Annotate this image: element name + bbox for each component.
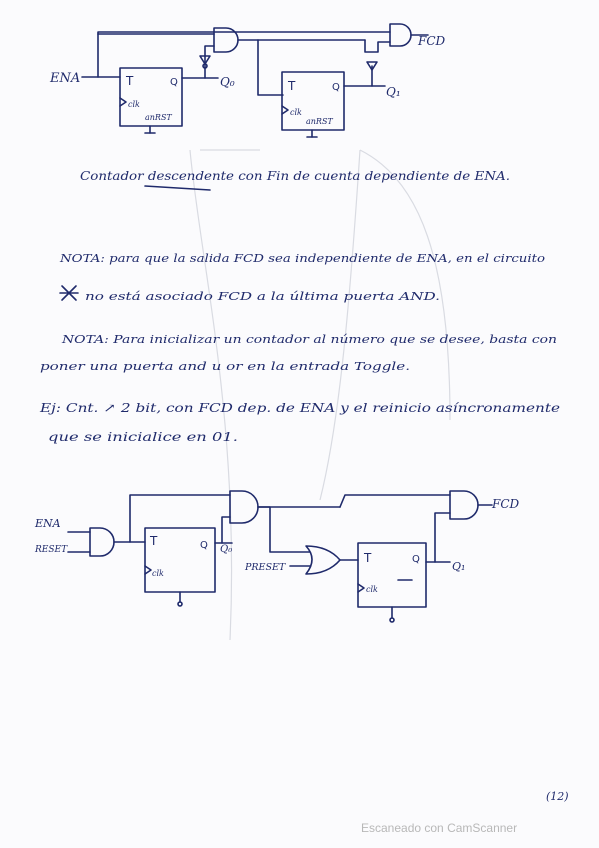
bleed-through	[189, 149, 451, 641]
ej-line2: que se inicialice en 01.	[48, 430, 238, 444]
q1-label-1: Q₁	[386, 85, 401, 99]
ff0-q-label-2: Q	[200, 540, 208, 551]
input-and-gate	[89, 527, 115, 557]
fcd-label-1: FCD	[417, 34, 446, 48]
and-gate-3	[229, 490, 259, 524]
diagram-2-counter: ENA RESET T Q clk Q₀ PRESET T Q	[34, 490, 520, 623]
or-gate	[305, 545, 341, 575]
q1-label-2: Q₁	[452, 560, 465, 573]
ff0-box	[119, 67, 183, 127]
ff1-q-label: Q	[332, 82, 340, 93]
ff1-box	[281, 71, 345, 131]
ej-line1: Ej: Cnt. ↗ 2 bit, con FCD dep. de ENA y …	[39, 401, 560, 415]
nota1-line2: no está asociado FCD a la última puerta …	[85, 289, 440, 303]
preset-label-2: PRESET	[244, 562, 286, 573]
nota2-line2: poner una puerta and u or en la entrada …	[40, 359, 410, 373]
ena-label-1: ENA	[49, 71, 80, 86]
and-gate-2	[389, 23, 412, 47]
reset-label-2: RESET	[34, 545, 68, 555]
ff1-t-label: T	[287, 79, 296, 93]
caption-text: Contador descendente con Fin de cuenta d…	[80, 168, 510, 183]
ff0-clk-label: clk	[128, 100, 140, 109]
and-gate-final	[449, 490, 479, 520]
ff0-t-label-2: T	[149, 534, 158, 548]
page-number: (12)	[546, 790, 569, 803]
ff0-t-label: T	[125, 74, 134, 88]
handwritten-notes: Contador descendente con Fin de cuenta d…	[39, 168, 560, 444]
q0-label-2: Q₀	[220, 544, 232, 555]
nota2-line1: NOTA: Para inicializar un contador al nú…	[61, 332, 557, 346]
ff1-q-label-2: Q	[412, 554, 420, 565]
diagram-1-counter: T Q clk anRST ENA Q₀ T Q clk anRST	[49, 23, 446, 138]
ff0-reset-label: anRST	[145, 113, 172, 122]
scanner-watermark: Escaneado con CamScanner	[361, 821, 517, 835]
nota1-line1: NOTA: para que la salida FCD sea indepen…	[59, 251, 545, 265]
ff1-reset-label: anRST	[306, 117, 333, 126]
ff1-t-label-2: T	[363, 551, 372, 565]
ff0-clk-label-2: clk	[152, 569, 164, 578]
fcd-label-2: FCD	[491, 497, 520, 511]
asterisk-icon	[59, 285, 79, 301]
ff0-clk-triangle	[119, 97, 127, 107]
and-gate-1	[213, 27, 239, 53]
ff1-clk-label: clk	[290, 108, 302, 117]
q0-label-1: Q₀	[220, 75, 235, 89]
ena-label-2: ENA	[34, 517, 61, 530]
ff0-q-label: Q	[170, 77, 178, 88]
ff1-clk-label-2: clk	[366, 585, 378, 594]
